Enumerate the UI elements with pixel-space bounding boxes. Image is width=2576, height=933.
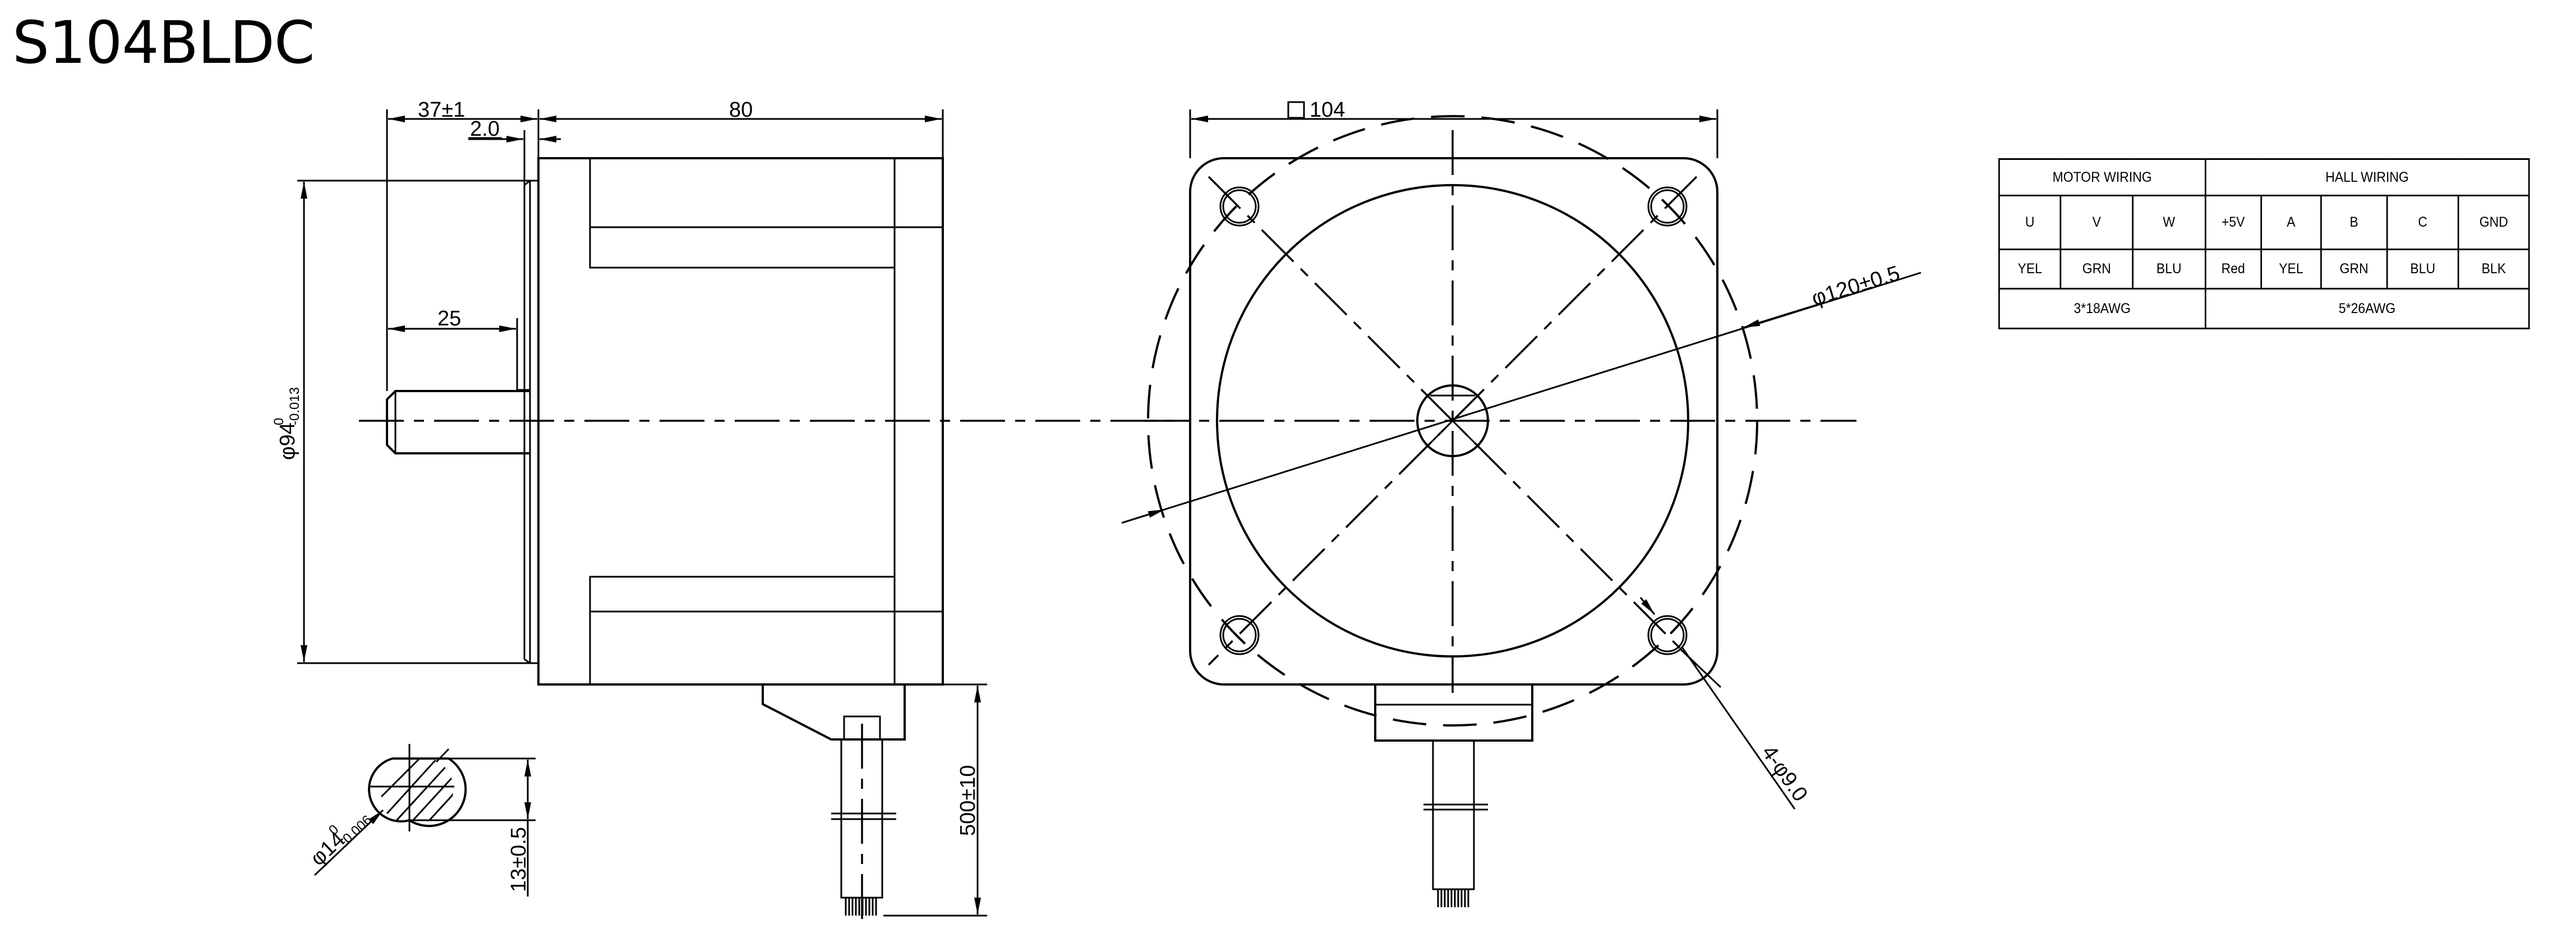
motor-color-cell: BLU xyxy=(2132,249,2206,289)
svg-text:φ94: φ94 xyxy=(276,422,299,460)
svg-text:0: 0 xyxy=(271,418,287,425)
dim-shaft-flat: 13±0.5 xyxy=(507,827,531,892)
hall-color-cell: BLK xyxy=(2458,249,2530,289)
hall-signal-cell: GND xyxy=(2458,195,2530,250)
dim-body-length: 80 xyxy=(729,98,753,122)
dim-shaft-diameter: φ14 0 -0.006 xyxy=(306,812,375,871)
hall-signal-cell: +5V xyxy=(2204,195,2262,250)
square-symbol-icon xyxy=(1287,101,1305,119)
motor-wiring-header: MOTOR WIRING xyxy=(1998,158,2206,196)
dim-key-length: 25 xyxy=(437,307,461,330)
drawing-title: S104BLDC xyxy=(12,8,315,77)
dim-lead-length: 500±10 xyxy=(956,765,980,836)
dim-flange-thickness: 2.0 xyxy=(470,117,500,141)
shaft-section: 13±0.5 φ14 0 -0.006 xyxy=(306,744,536,897)
mount-hole-icon xyxy=(1219,615,1260,655)
motor-color-cell: YEL xyxy=(1998,249,2062,289)
hall-color-cell: YEL xyxy=(2260,249,2322,289)
hall-wiring-header: HALL WIRING xyxy=(2204,158,2530,196)
mount-hole-icon xyxy=(1219,186,1260,227)
mount-hole-icon xyxy=(1647,186,1688,227)
wiring-table: MOTOR WIRING HALL WIRING U V W +5V A B C… xyxy=(1998,158,2530,329)
hall-signal-cell: B xyxy=(2320,195,2388,250)
hall-color-cell: GRN xyxy=(2320,249,2388,289)
hall-signal-cell: C xyxy=(2386,195,2459,250)
motor-signal-cell: U xyxy=(1998,195,2062,250)
dim-pilot-diameter: φ94 0 -0.013 xyxy=(271,387,302,460)
hall-color-cell: Red xyxy=(2204,249,2262,289)
side-view: 37±1 80 2.0 25 φ94 0 -0.013 500±10 xyxy=(271,98,1172,929)
dim-mount-holes: 4-φ9.0 xyxy=(1757,741,1812,806)
svg-text:-0.006: -0.006 xyxy=(337,812,375,849)
motor-color-cell: GRN xyxy=(2059,249,2134,289)
hall-signal-cell: A xyxy=(2260,195,2322,250)
motor-signal-cell: V xyxy=(2059,195,2134,250)
dim-bolt-circle: φ120±0.5 xyxy=(1809,261,1902,310)
cable-strands-icon xyxy=(1437,889,1469,907)
dim-shaft-extension: 37±1 xyxy=(418,98,465,122)
hall-color-cell: BLU xyxy=(2386,249,2459,289)
mount-hole-icon xyxy=(1647,615,1688,655)
cable-strands-icon xyxy=(845,898,877,916)
motor-signal-cell: W xyxy=(2132,195,2206,250)
motor-gauge-cell: 3*18AWG xyxy=(1998,288,2206,329)
svg-text:-0.013: -0.013 xyxy=(287,387,302,425)
dim-flange-square: 104 xyxy=(1310,98,1345,122)
front-view: 104 φ120±0.5 4-φ9.0 xyxy=(1121,98,1921,907)
hall-gauge-cell: 5*26AWG xyxy=(2204,288,2530,329)
